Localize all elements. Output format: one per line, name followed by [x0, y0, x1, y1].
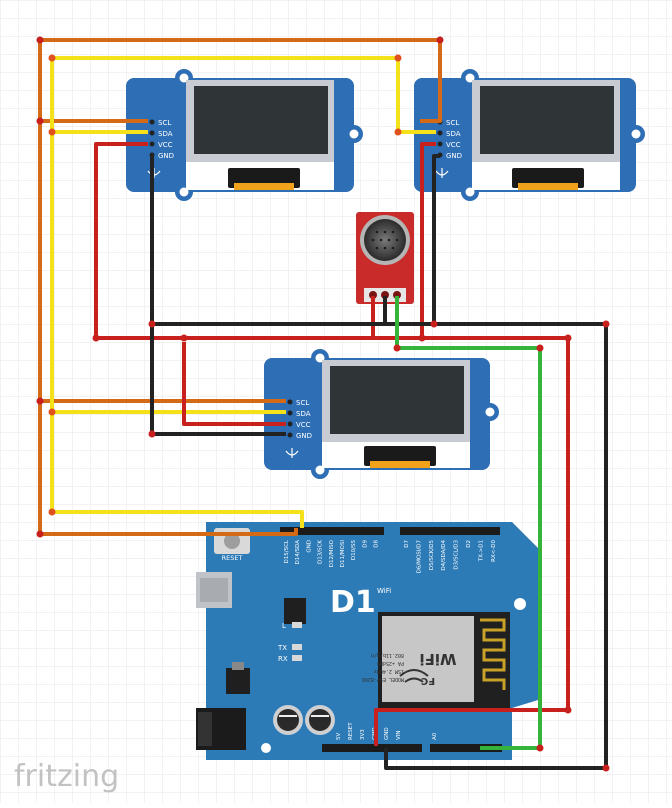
header-top-left: [280, 527, 384, 535]
pin-label: GND: [446, 152, 462, 160]
pin-label: SCL: [446, 119, 459, 127]
top-pin-labels: D15/SCL D14/SDA GND D13/SCK D12/MISO D11/MOSI…: [284, 539, 497, 573]
header-pin-label: D2: [466, 540, 472, 548]
wire-vcc-red[interactable]: [420, 142, 436, 338]
wire-scl-orange[interactable]: [40, 528, 298, 536]
wemos-d1-board[interactable]: RESET L TX RX D1 WiFi: [196, 522, 538, 760]
header-pin-label: D13/SCK: [318, 540, 324, 564]
header-pin-label: D3/SCL/D3: [454, 540, 460, 570]
pin-label: SCL: [158, 119, 171, 127]
header-pin-label: TX->D1: [478, 540, 484, 562]
header-pin-label: GND: [306, 540, 312, 553]
header-pin-label: RX<-D0: [491, 540, 497, 562]
header-pin-label: D11/MOSI: [340, 540, 346, 568]
header-pin-label: 3V3: [360, 729, 366, 740]
header-pin-label: D14/SDA: [295, 540, 301, 565]
oled-module-1[interactable]: SCL SDA VCC GND: [126, 69, 363, 201]
oled-module-3[interactable]: SCL SDA VCC GND: [264, 349, 499, 479]
antenna-trace: [480, 618, 506, 690]
header-pin-label: D4/SDA/D4: [441, 540, 447, 571]
header-pin-label: D9: [362, 539, 368, 547]
pin-label: SDA: [158, 130, 173, 138]
reset-label: RESET: [222, 554, 243, 562]
header-pin-label: GND: [384, 727, 390, 740]
header-pin-label: A0: [432, 732, 438, 740]
wire-gnd-black[interactable]: [432, 154, 440, 324]
pin-label: VCC: [158, 141, 173, 149]
wire-vcc-red[interactable]: [182, 342, 286, 426]
header-bottom-left: [322, 744, 422, 752]
module-badges: FC: [421, 675, 435, 686]
header-pin-label: VIN: [396, 731, 402, 741]
wire-junctions: [36, 36, 610, 772]
module-spec-line: PA +25dBm: [377, 660, 404, 666]
led-label-tx: TX: [277, 644, 287, 652]
header-pin-label: D8: [374, 539, 380, 547]
microphone-icon: [364, 219, 406, 261]
d1-logo: D1: [330, 585, 376, 620]
header-pin-label: D10/SS: [351, 540, 357, 561]
header-pin-label: D6/MOSI/D7: [416, 540, 422, 574]
module-spec-line: MODEL ESP-8266: [362, 676, 404, 682]
pin-label: VCC: [296, 421, 311, 429]
wifi-label: WiFi: [377, 587, 391, 595]
header-pin-label: D5/SCK/D5: [429, 540, 435, 571]
header-pin-label: RESET: [348, 722, 354, 740]
header-top-right: [400, 527, 500, 535]
pin-label: GND: [158, 152, 174, 160]
pin-label: GND: [296, 432, 312, 440]
header-pin-label: D7: [404, 539, 410, 547]
header-bottom-right: [430, 744, 502, 752]
led-label-l: L: [282, 622, 286, 630]
pin-label: SDA: [296, 410, 311, 418]
header-pin-label: D15/SCL: [284, 539, 290, 563]
pin-label: SDA: [446, 130, 461, 138]
header-pin-label: D12/MISO: [329, 539, 335, 567]
wire-sda-yellow[interactable]: [52, 510, 304, 528]
pin-label: SCL: [296, 399, 309, 407]
grove-logo-icon: [435, 168, 449, 178]
module-spec-line: ISM 2.4GHz: [374, 668, 404, 674]
pin-label: VCC: [446, 141, 461, 149]
wifi-symbol-icon: [399, 669, 429, 683]
microphone-module[interactable]: [356, 212, 414, 304]
oled-module-2[interactable]: SCL SDA VCC GND: [414, 69, 645, 201]
header-pin-label: 5V: [336, 733, 342, 740]
module-brand: WiFi: [419, 650, 456, 668]
module-spec-line: 802.11b/g/n: [371, 652, 404, 658]
wires: [38, 38, 608, 770]
esp8266-module: FC WiFi MODEL ESP-8266 ISM 2.4GHz PA +25…: [362, 612, 510, 708]
led-label-rx: RX: [278, 655, 288, 663]
grove-logo-icon: [285, 448, 299, 458]
fritzing-watermark: fritzing: [14, 759, 119, 794]
